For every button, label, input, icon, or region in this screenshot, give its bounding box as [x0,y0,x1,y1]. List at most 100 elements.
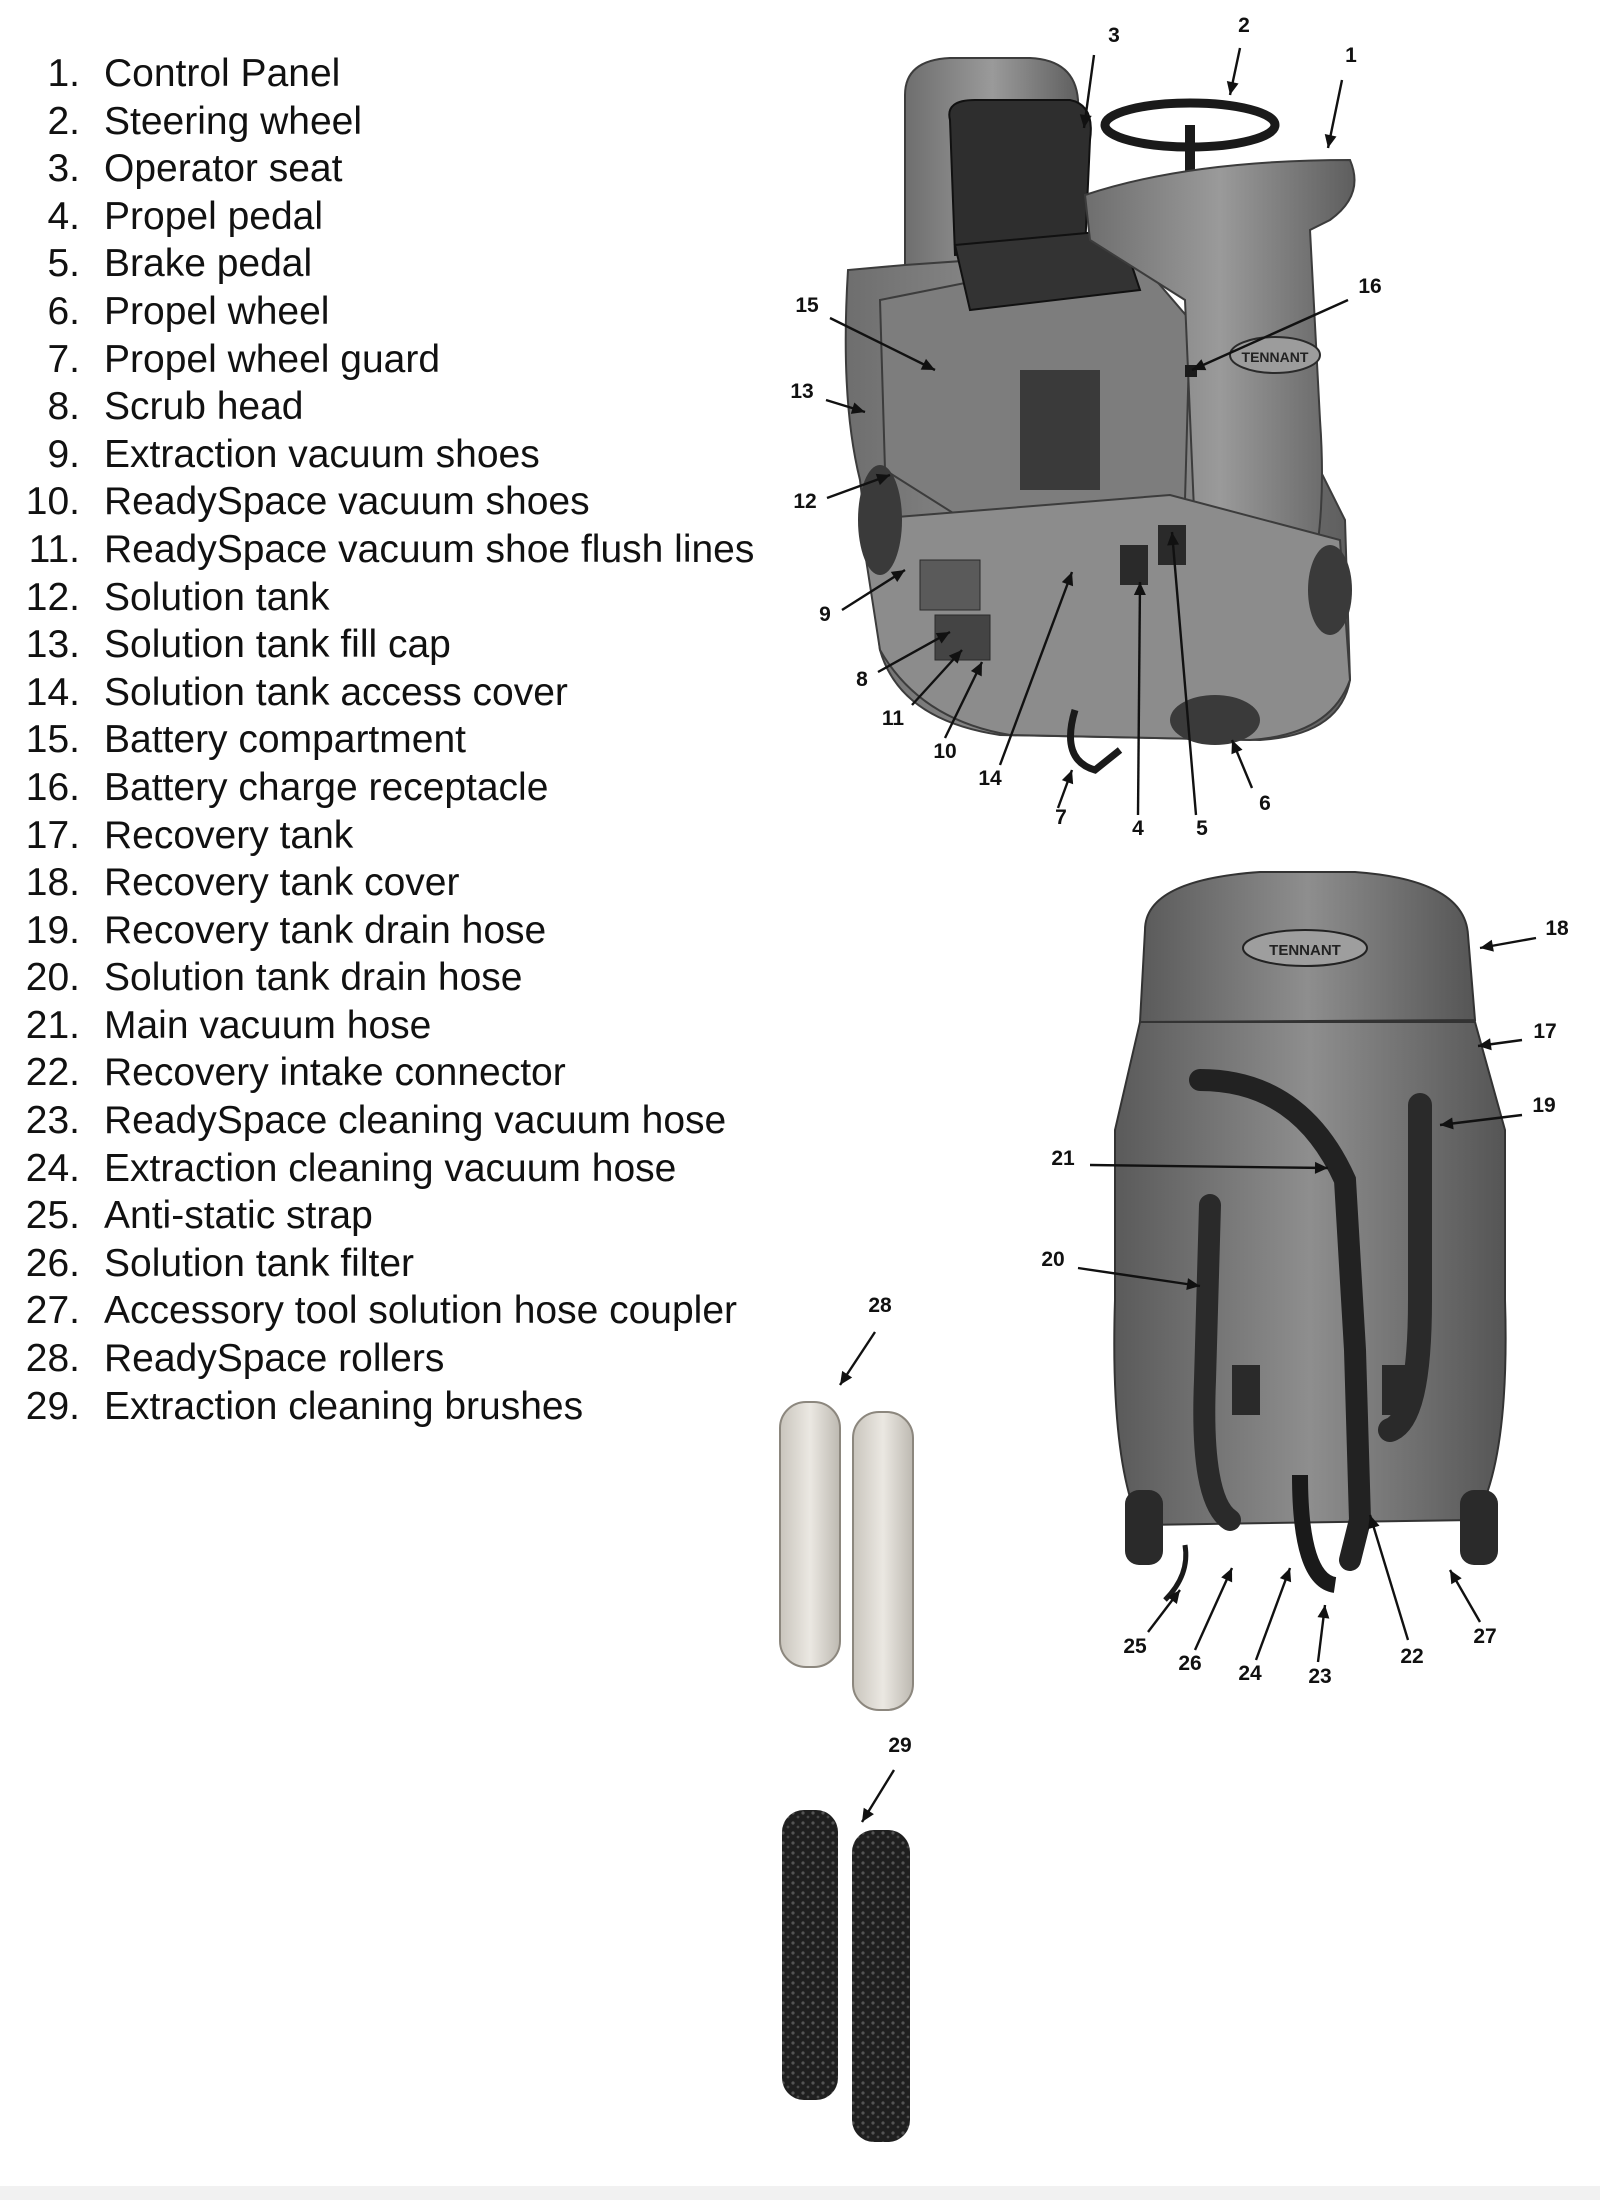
part-label: Brake pedal [104,242,313,286]
callout-arrowhead [1368,1515,1380,1530]
part-number: 25. [25,1194,80,1238]
part-label: ReadySpace vacuum shoe flush lines [104,527,755,571]
callout-number: 2 [1238,14,1250,37]
part-label: Accessory tool solution hose coupler [104,1289,738,1333]
callout-leader-line [1191,298,1349,372]
parts-list-item: 7.Propel wheel guard [0,336,820,384]
callout-leader-line [1193,1567,1234,1651]
parts-list-item: 8.Scrub head [0,383,820,431]
callout-leaders [825,47,1537,1823]
callout-arrowhead [1061,572,1074,587]
parts-list-item: 9.Extraction vacuum shoes [0,431,820,479]
part-label: Recovery tank [104,813,354,857]
part-label: Solution tank access cover [104,670,568,714]
callout-arrowhead [862,1807,874,1822]
part-label: Recovery intake connector [104,1051,566,1095]
parts-list-item: 6.Propel wheel [0,288,820,336]
part-number: 16. [25,765,80,809]
part-label: ReadySpace vacuum shoes [104,480,590,524]
callout-number: 29 [888,1734,911,1757]
callout-arrowhead [920,358,935,370]
callout-leader-line [1254,1567,1292,1661]
parts-list-item: 17.Recovery tank [0,812,820,860]
callout-arrowhead [1167,532,1180,546]
callout-arrowhead [1226,81,1239,95]
parts-list-item: 2.Steering wheel [0,98,820,146]
part-number: 2. [47,99,80,143]
part-label: Battery compartment [104,718,466,762]
callout-arrowhead [1324,134,1337,148]
callout-number: 21 [1051,1147,1075,1170]
callout-leader-line [943,661,984,739]
part-label: Solution tank filter [104,1241,415,1285]
part-number: 23. [25,1099,80,1143]
part-number: 9. [47,432,80,476]
callout-arrowhead [1478,1038,1492,1051]
part-number: 27. [25,1289,80,1333]
callout-arrowhead [1192,359,1207,371]
brand-logo-side: TENNANT [1242,349,1309,365]
part-number: 18. [25,861,80,905]
part-number: 11. [28,527,80,571]
callout-arrowhead [1133,582,1146,596]
callout-arrowhead [935,632,950,644]
callout-arrowhead [1167,1590,1180,1604]
parts-list-item: 20.Solution tank drain hose [0,954,820,1002]
parts-list-item: 15.Battery compartment [0,716,820,764]
part-label: Propel wheel [104,289,330,333]
callout-leader-line [1077,1266,1201,1288]
callout-arrowhead [1221,1568,1233,1583]
part-number: 5. [47,242,80,286]
callout-arrowhead [890,570,905,583]
callout-number: 12 [793,490,816,513]
extraction-brushes-illustration [782,1810,910,2142]
callout-leader-line [829,316,936,372]
part-label: Extraction cleaning vacuum hose [104,1146,677,1190]
parts-list-item: 21. Main vacuum hose [0,1002,820,1050]
callout-leader-line [998,571,1074,766]
part-label: Control Panel [104,52,341,95]
callout-arrowhead [1061,770,1074,785]
part-label: Recovery tank drain hose [104,908,547,952]
parts-list-item: 27. Accessory tool solution hose coupler [0,1287,820,1335]
callout-arrowhead [850,402,865,414]
parts-list-item: 1. Control Panel [0,50,820,98]
parts-list-item: 3.Operator seat [0,145,820,193]
bottom-band [0,2186,1600,2200]
callout-number: 15 [795,294,819,317]
parts-list-item: 16. Battery charge receptacle [0,764,820,812]
part-number: 21. [25,1003,80,1047]
part-number: 14. [25,670,80,714]
parts-list-item: 26. Solution tank filter [0,1240,820,1288]
callout-number: 6 [1259,792,1271,815]
parts-list-item: 25.Anti-static strap [0,1192,820,1240]
brand-logo-rear: TENNANT [1269,942,1341,959]
parts-list-item: 5. Brake pedal [0,240,820,288]
part-number: 26. [25,1241,80,1285]
part-number: 1. [47,52,80,95]
part-number: 3. [47,147,80,191]
part-label: Battery charge receptacle [104,765,549,809]
parts-list-item: 13.Solution tank fill cap [0,621,820,669]
callout-number: 23 [1308,1665,1331,1688]
part-number: 8. [47,385,80,429]
parts-list-item: 23.ReadySpace cleaning vacuum hose [0,1097,820,1145]
callout-number: 14 [978,767,1002,790]
callout-number: 5 [1196,817,1208,840]
callout-number: 26 [1178,1652,1201,1675]
callout-arrowhead [1314,1161,1328,1174]
part-number: 19. [25,908,80,952]
parts-list-item: 11. ReadySpace vacuum shoe flush lines [0,526,820,574]
callout-number: 1 [1345,44,1357,67]
callout-number: 16 [1358,275,1381,298]
part-number: 10. [25,480,80,524]
callout-number: 25 [1123,1635,1147,1658]
part-label: Main vacuum hose [104,1003,432,1047]
part-number: 28. [25,1337,80,1381]
parts-list-item: 24.Extraction cleaning vacuum hose [0,1145,820,1193]
callout-number: 9 [819,603,831,626]
callout-leader-line [1368,1514,1410,1641]
